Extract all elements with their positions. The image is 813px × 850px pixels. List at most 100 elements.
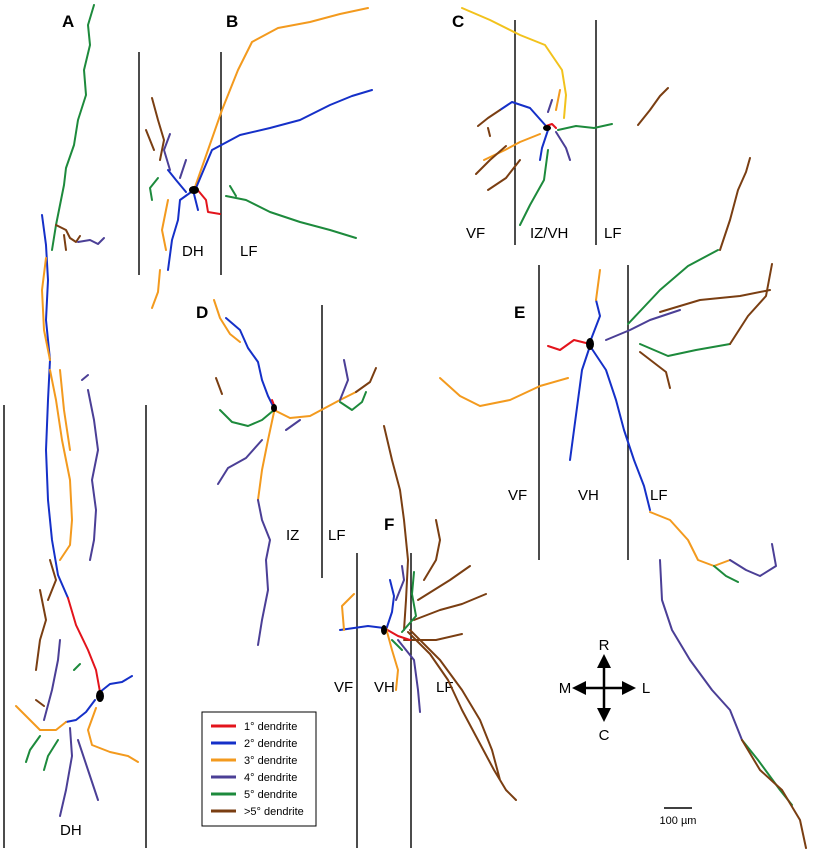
- panel-d-region-lf: LF: [328, 527, 346, 544]
- arrow-right-icon: [622, 681, 636, 695]
- panel-e-region-vf: VF: [508, 487, 527, 504]
- dendrite-4th: [605, 309, 777, 741]
- compass-label-r: R: [599, 637, 610, 654]
- panel-a: A DH: [3, 4, 147, 848]
- panel-e-letter: E: [514, 303, 525, 322]
- dendrite-4th: [395, 565, 421, 713]
- panel-c-region-lf: LF: [604, 225, 622, 242]
- dendrite-3rd: [15, 705, 139, 763]
- dendrite-5th: [225, 185, 357, 239]
- dendrite-5th: [627, 249, 793, 806]
- panel-a-region-dh: DH: [60, 822, 82, 839]
- dendrite-2nd: [339, 579, 395, 631]
- panel-b-region-lf: LF: [240, 243, 258, 260]
- panel-e-region-lf: LF: [650, 487, 668, 504]
- panel-e-dendrites: [439, 157, 807, 849]
- dendrite-3rd: [193, 7, 369, 191]
- legend-label: 2° dendrite: [244, 738, 297, 750]
- panel-f-region-vf: VF: [334, 679, 353, 696]
- panel-f-dendrites: [339, 425, 517, 801]
- legend-label: 3° dendrite: [244, 755, 297, 767]
- dendrite-1st: [547, 339, 591, 351]
- dendrite-2nd: [195, 89, 373, 189]
- dendrite-1st: [67, 597, 101, 693]
- panel-c: C VF IZ/VH LF: [452, 7, 669, 245]
- dendrite-higher: [475, 87, 669, 191]
- panel-d: D IZ LF: [196, 299, 377, 646]
- panel-c-region-vf: VF: [466, 225, 485, 242]
- panel-c-dendrites: [461, 7, 669, 226]
- panel-b-region-dh: DH: [182, 243, 204, 260]
- soma: [271, 404, 277, 412]
- dendrite-3rd: [151, 199, 169, 309]
- dendrite-5th: [219, 391, 367, 427]
- panel-a-letter: A: [62, 12, 74, 31]
- panel-a-dendrites: [15, 4, 139, 817]
- dendrite-1st: [195, 187, 221, 215]
- panel-b-dendrites: [145, 7, 373, 309]
- dendrite-3rd-yellow: [461, 7, 567, 119]
- dendrite-higher: [35, 559, 57, 707]
- dendrite-5th: [51, 4, 95, 251]
- dendrite-higher: [215, 367, 377, 395]
- dendrite-2nd: [225, 317, 275, 409]
- orientation-compass: R C M L: [559, 637, 650, 744]
- dendrite-higher: [55, 224, 81, 251]
- dendrite-4th: [81, 374, 99, 561]
- dendrite-5th: [149, 177, 159, 201]
- compass-label-m: M: [559, 680, 572, 697]
- legend-items: 1° dendrite 2° dendrite 3° dendrite 4° dend…: [211, 721, 304, 818]
- dendrite-3rd: [439, 269, 731, 567]
- panel-d-letter: D: [196, 303, 208, 322]
- arrow-up-icon: [597, 654, 611, 668]
- legend-label: >5° dendrite: [244, 806, 304, 818]
- scale-bar: 100 µm: [660, 807, 697, 827]
- dendrite-4th: [77, 237, 105, 245]
- arrow-down-icon: [597, 708, 611, 722]
- panel-f-region-vh: VH: [374, 679, 395, 696]
- legend-label: 5° dendrite: [244, 789, 297, 801]
- soma: [96, 690, 104, 702]
- panel-b-letter: B: [226, 12, 238, 31]
- dendrite-5th: [25, 663, 81, 771]
- soma: [586, 338, 594, 350]
- panel-d-dendrites: [213, 299, 377, 646]
- dendrite-1st: [383, 627, 411, 641]
- dendrite-5th: [391, 571, 417, 651]
- dendrite-4th: [43, 639, 99, 817]
- dendrite-3rd: [341, 593, 399, 691]
- panel-c-region-izvh: IZ/VH: [530, 225, 568, 242]
- legend-box: [201, 711, 317, 827]
- dendrite-2nd: [65, 675, 133, 723]
- dendrite-higher: [145, 97, 165, 161]
- dendrite-4th: [547, 99, 571, 161]
- legend-label: 1° dendrite: [244, 721, 297, 733]
- dendrite-5th: [519, 123, 613, 226]
- panel-d-region-iz: IZ: [286, 527, 299, 544]
- soma: [189, 186, 199, 194]
- dendrite-3rd: [213, 299, 357, 501]
- dendrite-4th: [217, 359, 349, 646]
- panel-f-letter: F: [384, 515, 394, 534]
- dendrite-higher: [639, 157, 807, 849]
- dendrite-2nd: [569, 299, 651, 511]
- panel-c-letter: C: [452, 12, 464, 31]
- dendrite-2nd: [41, 214, 69, 599]
- dendrite-3rd: [41, 257, 73, 561]
- dendrite-2nd: [167, 169, 199, 271]
- panel-b: B DH LF: [138, 7, 373, 309]
- soma: [543, 125, 551, 131]
- dendrite-higher: [383, 425, 517, 801]
- scale-bar-label: 100 µm: [660, 815, 697, 827]
- panel-f: F VF VH LF: [334, 425, 517, 848]
- panel-e: E VF VH LF: [439, 157, 807, 849]
- soma: [381, 625, 387, 635]
- dendrite-4th: [163, 133, 187, 179]
- dendrite-2nd: [499, 101, 549, 161]
- compass-label-l: L: [642, 680, 650, 697]
- legend: 1° dendrite 2° dendrite 3° dendrite 4° dend…: [201, 711, 317, 827]
- panel-e-region-vh: VH: [578, 487, 599, 504]
- compass-label-c: C: [599, 727, 610, 744]
- legend-label: 4° dendrite: [244, 772, 297, 784]
